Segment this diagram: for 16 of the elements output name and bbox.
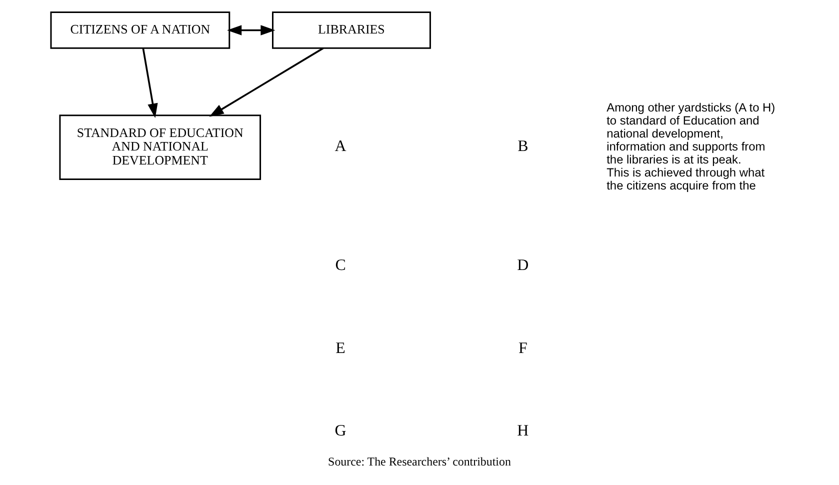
node-box: CITIZENS OF A NATION	[50, 12, 230, 49]
label: E	[336, 340, 346, 357]
node-box: LIBRARIES	[272, 12, 431, 49]
node-box: STANDARD OF EDUCATION AND NATIONAL DEVELOPMENT	[59, 114, 262, 180]
label: D	[517, 257, 529, 274]
label: H	[517, 422, 529, 440]
label: F	[518, 340, 528, 357]
arrow	[142, 48, 158, 118]
label: B	[518, 138, 528, 156]
arrow	[209, 47, 324, 117]
label: A	[334, 138, 346, 156]
label: C	[335, 257, 346, 274]
label: Among other yardsticks (A to H) to standard of Education and national development, information and supports from the libraries is at its peak. This is achieved through what the citizens acquire from the	[606, 100, 776, 192]
caption: Source: The Researchers’ contribution	[328, 454, 511, 468]
label: G	[334, 422, 346, 440]
arrow	[227, 25, 276, 36]
